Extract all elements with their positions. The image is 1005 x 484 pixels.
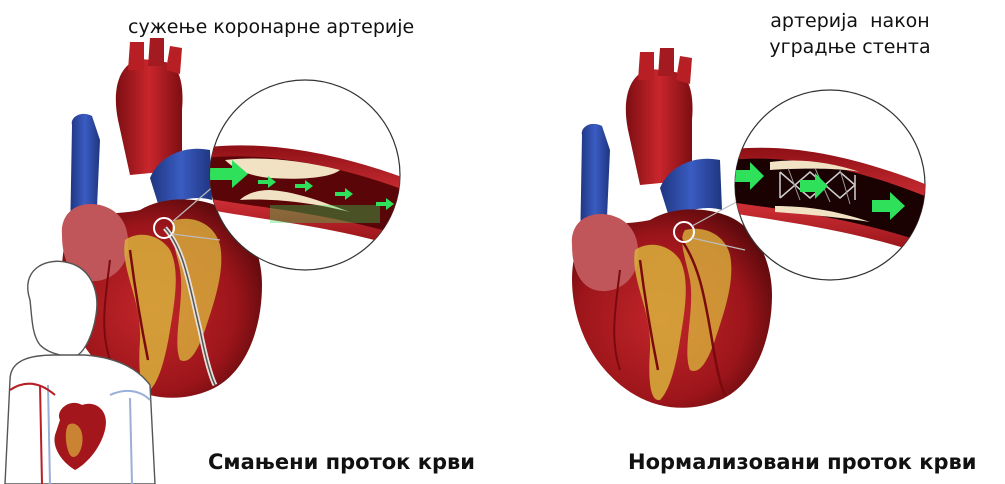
- left-green-glow: [270, 205, 380, 223]
- right-aorta-branch-3: [676, 56, 692, 84]
- right-top-label: артерија након уградње стента: [745, 8, 955, 60]
- patient-head: [28, 261, 97, 356]
- left-aorta-branch-1: [128, 42, 144, 70]
- right-heart-group: [572, 48, 772, 408]
- right-caption: Нормализовани проток крви: [628, 450, 977, 474]
- left-aorta-branch-3: [166, 46, 182, 74]
- right-aorta-branch-1: [638, 52, 654, 80]
- right-top-label-line2: уградње стента: [745, 34, 955, 60]
- right-top-label-line1: артерија након: [745, 8, 955, 34]
- left-aorta-branch-2: [148, 38, 164, 66]
- right-aorta-branch-2: [658, 48, 674, 76]
- left-caption: Смањени проток крви: [208, 450, 475, 474]
- left-top-label: сужење коронарне артерије: [128, 14, 414, 40]
- right-atrium: [572, 214, 638, 291]
